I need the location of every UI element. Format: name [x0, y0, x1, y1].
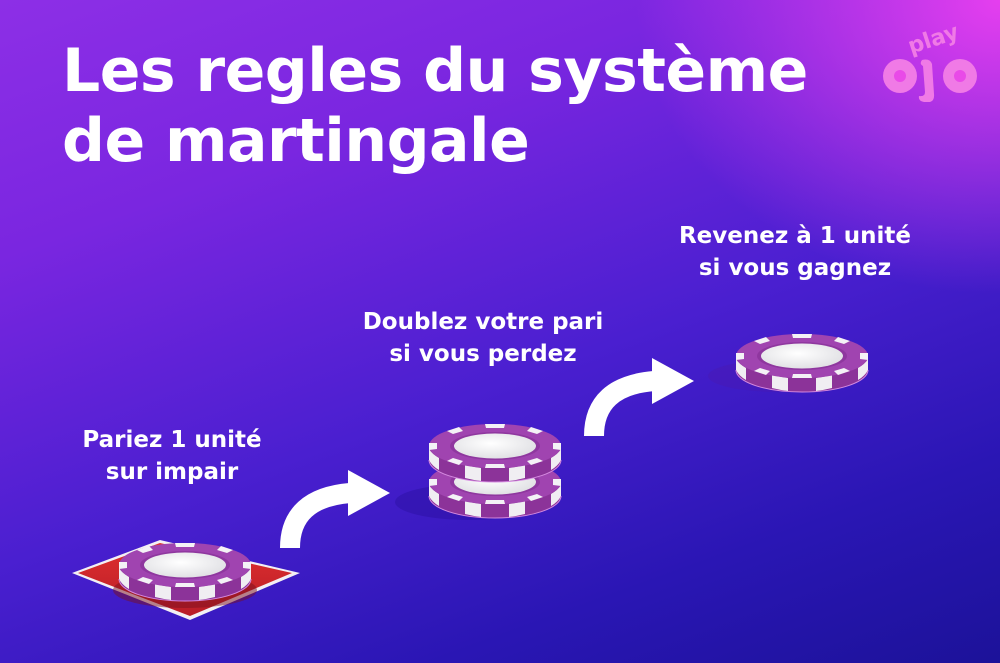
step-3-label: Revenez à 1 unité si vous gagnez [655, 220, 935, 284]
title-line-2: de martingale [62, 106, 530, 176]
step-3-line-1: Revenez à 1 unité [678, 223, 912, 249]
title-line-1: Les regles du système [62, 36, 808, 106]
step-2-line-1: Doublez votre pari [362, 309, 604, 335]
step-3-single-chip-icon [708, 333, 869, 393]
curved-arrow-icon [594, 358, 694, 436]
step-2-double-chip-stack-icon [395, 423, 562, 520]
step-1-chip-on-bet-square-icon [72, 540, 300, 620]
curved-arrow-icon [290, 470, 390, 548]
page-title: Les regles du système de martingale [62, 36, 808, 176]
step-1-line-1: Pariez 1 unité [82, 427, 262, 453]
step-1-line-2: sur impair [105, 459, 239, 485]
playojo-logo-icon: play [883, 22, 977, 102]
step-2-label: Doublez votre pari si vous perdez [338, 306, 628, 370]
step-2-line-2: si vous perdez [389, 341, 577, 367]
step-1-label: Pariez 1 unité sur impair [72, 424, 272, 488]
step-3-line-2: si vous gagnez [698, 255, 892, 281]
